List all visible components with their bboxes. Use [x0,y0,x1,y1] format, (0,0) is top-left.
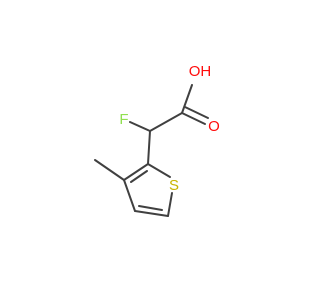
bond-c4-c3 [123,179,136,212]
bond-c5-c4-a [134,210,169,217]
bond-c3-methyl [94,159,125,181]
bond-s-c5 [167,192,173,217]
bond-c3-c2-b [130,170,148,183]
bond-c-o-double-b [184,106,209,119]
bond-calpha-f [129,121,151,132]
fluorine-label: F [119,111,128,128]
bond-calpha-c2 [147,130,151,165]
bond-c5-c4-b [138,205,163,211]
structure-canvas: OH O F S [94,63,220,217]
oh-label: OH [189,63,212,80]
carbonyl-o-label: O [208,118,220,135]
molecule-drawing: OH O F S [94,63,220,217]
bond-c-oh [181,84,193,114]
bond-c3-c2-a [123,163,149,181]
bond-c-o-double-a [181,112,206,125]
sulfur-label: S [169,177,179,194]
bond-calpha-ccarboxyl [149,112,183,132]
bond-c2-s [147,163,171,178]
